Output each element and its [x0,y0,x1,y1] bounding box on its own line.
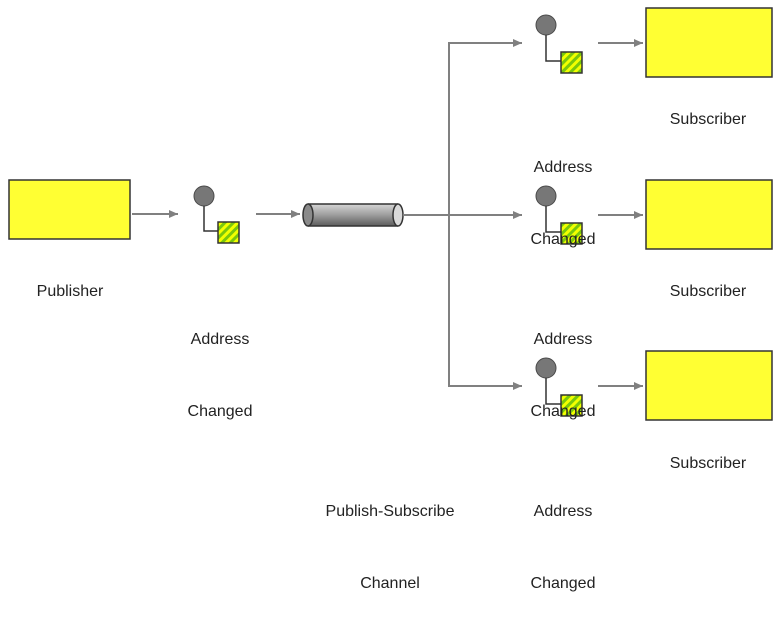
message-label-top: Address Changed [503,108,623,276]
message-label-left: Address Changed [160,280,280,448]
subscriber-box-top [645,7,773,78]
subscriber-box-bottom [645,350,773,421]
channel-label-line2: Channel [360,575,420,592]
message-label-top-line2: Changed [530,231,596,248]
message-icon [535,14,583,74]
message-icon [193,185,240,244]
publisher-box [8,179,131,240]
subscriber-label-mid: Subscriber [669,283,747,300]
message-label-bottom-line1: Address [533,503,593,520]
message-label-bottom-line2: Changed [530,575,596,592]
subscriber-label-top: Subscriber [669,111,747,128]
subscriber-box-mid [645,179,773,250]
pub-sub-diagram [8,7,773,421]
message-label-top-line1: Address [533,159,593,176]
message-icon [535,357,583,417]
message-icon [535,185,583,245]
message-label-bottom: Address Changed [503,452,623,620]
channel-label-line1: Publish-Subscribe [325,503,455,520]
channel-pipe-icon [302,203,404,227]
publisher-label: Publisher [36,283,104,300]
message-label-mid-line1: Address [533,331,593,348]
message-label-left-line2: Changed [187,403,253,420]
channel-label: Publish-Subscribe Channel [300,452,480,620]
message-label-mid-line2: Changed [530,403,596,420]
message-label-left-line1: Address [190,331,250,348]
subscriber-label-bottom: Subscriber [669,455,747,472]
message-label-mid: Address Changed [503,280,623,448]
